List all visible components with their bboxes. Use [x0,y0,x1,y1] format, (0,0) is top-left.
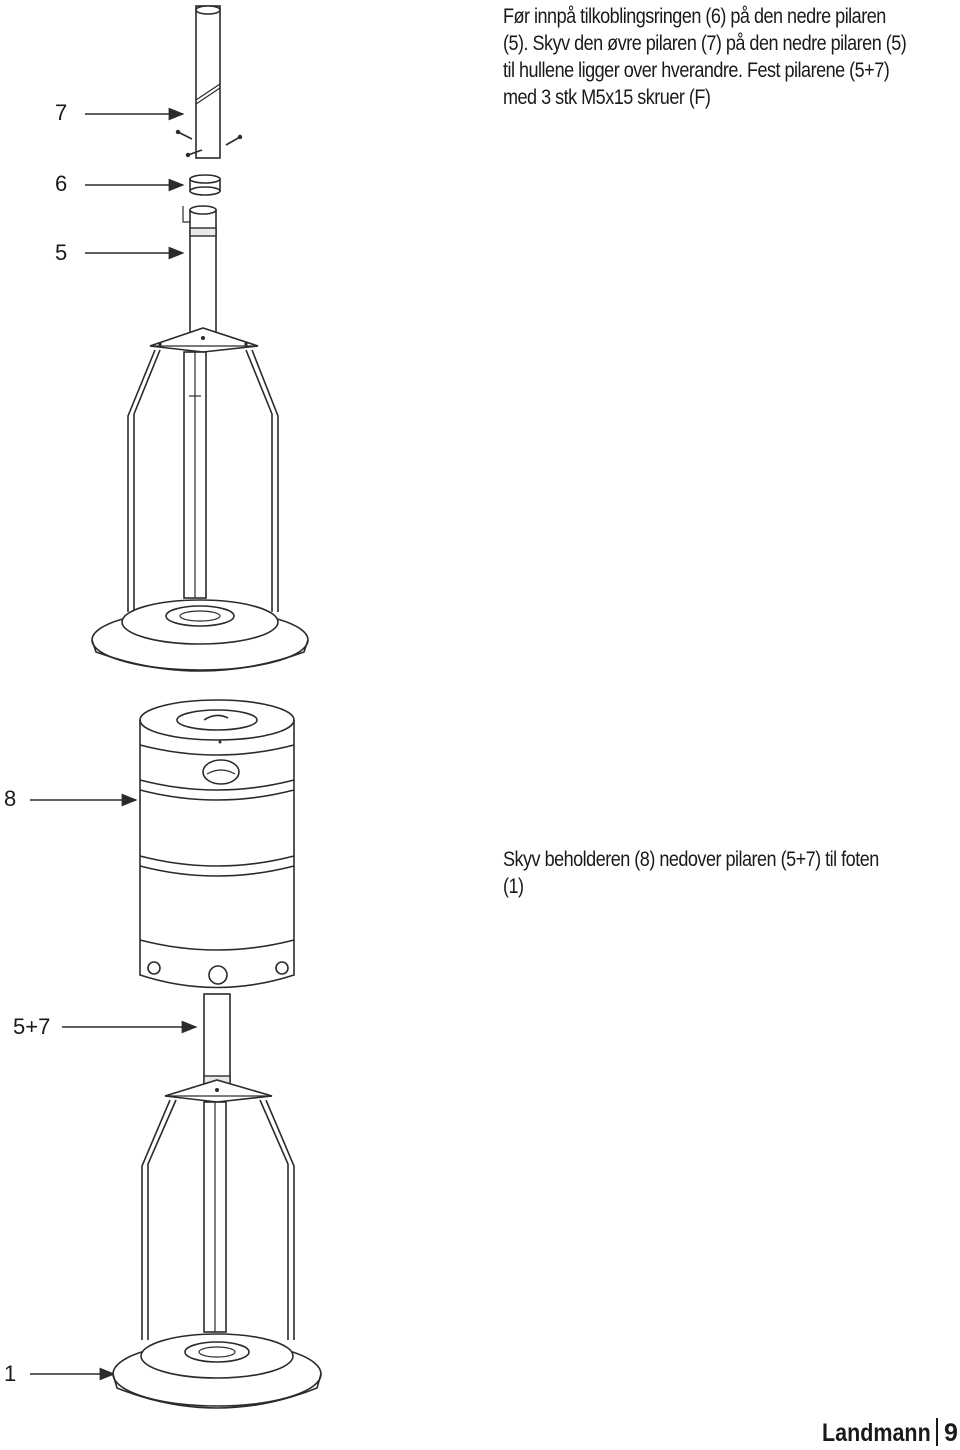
part-label-container: 8 [4,786,17,811]
base-lower [112,1333,322,1409]
part-label-connection-ring: 6 [55,171,68,196]
instruction-step-1: Før innpå tilkoblingsringen (6) på den n… [503,3,907,111]
instruction-step-1-line: med 3 stk M5x15 skruer (F) [503,86,711,109]
frame-top [127,327,279,612]
part-label-base: 1 [4,1361,17,1386]
footer-brand: Landmann [822,1419,931,1447]
part-label-upper-pillar: 7 [55,100,68,125]
base-upper [91,599,309,672]
lower-pillar [182,205,217,337]
instruction-step-2-line: (1) [503,875,524,898]
footer-divider [936,1418,938,1446]
joined-pillar [203,993,231,1085]
instruction-step-2-line: Skyv beholderen (8) nedover pilaren (5+7… [503,848,879,871]
screws [175,129,243,158]
connection-ring [189,174,221,196]
part-label-joined-pillars: 5+7 [13,1014,51,1039]
instruction-step-1-line: (5). Skyv den øvre pilaren (7) på den ne… [503,32,907,55]
leader-arrows [30,107,198,1381]
frame-bottom [141,1079,295,1340]
footer-page-number: 9 [944,1419,958,1447]
instruction-step-2: Skyv beholderen (8) nedover pilaren (5+7… [503,846,879,900]
instruction-step-1-line: Før innpå tilkoblingsringen (6) på den n… [503,5,886,28]
upper-pillar [195,5,221,159]
part-label-lower-pillar: 5 [55,240,68,265]
instruction-step-1-line: til hullene ligger over hverandre. Fest … [503,59,890,82]
gas-container [139,699,295,989]
